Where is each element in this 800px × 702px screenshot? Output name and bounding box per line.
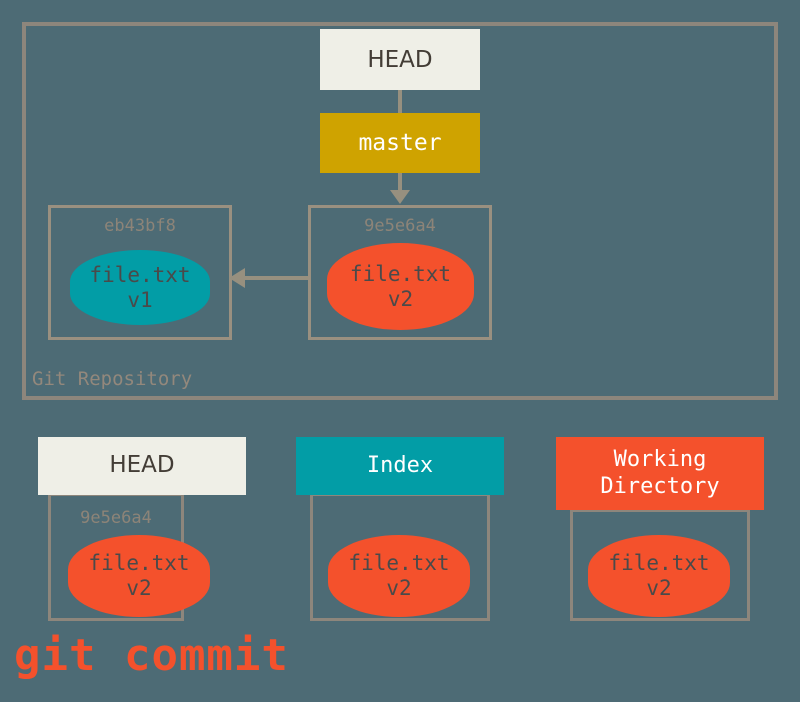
- panel-title-head: HEAD: [109, 452, 175, 479]
- panel-title-index: Index: [366, 452, 434, 478]
- blob-file-v2-head: file.txt v2: [68, 535, 210, 617]
- blob-file-v2-repo: file.txt v2: [327, 243, 474, 330]
- command-caption: git commit: [14, 630, 289, 681]
- master-branch-box: master: [320, 113, 480, 173]
- blob-version: v2: [386, 576, 412, 600]
- arrow-left-icon: [229, 268, 245, 288]
- git-repository-label: Git Repository: [32, 368, 193, 390]
- blob-version: v2: [646, 576, 672, 600]
- blob-filename: file.txt: [349, 261, 452, 286]
- panel-body-working-directory: [570, 509, 750, 621]
- blob-file-v1: file.txt v1: [70, 250, 210, 325]
- master-branch-label: master: [358, 130, 442, 156]
- blob-filename: file.txt: [89, 262, 191, 287]
- blob-version: v1: [127, 287, 153, 312]
- git-repository-container: [22, 22, 778, 400]
- connector-head-to-master: [398, 90, 402, 113]
- head-pointer-box: HEAD: [320, 29, 480, 90]
- panel-header-head: HEAD: [38, 437, 246, 495]
- blob-filename: file.txt: [608, 551, 710, 576]
- blob-filename: file.txt: [348, 551, 450, 576]
- blob-file-v2-index: file.txt v2: [328, 535, 470, 617]
- panel-title-directory: Directory: [600, 473, 720, 499]
- blob-version: v2: [126, 576, 152, 600]
- commit-box-9e5e6a4: 9e5e6a4: [308, 205, 492, 340]
- panel-title-working: Working: [613, 447, 707, 473]
- commit-hash-eb43bf8: eb43bf8: [104, 216, 176, 236]
- commit-hash-9e5e6a4: 9e5e6a4: [364, 216, 436, 236]
- head-pointer-label: HEAD: [367, 46, 433, 73]
- arrow-down-icon: [390, 190, 410, 204]
- panel-header-working-directory: Working Directory: [556, 437, 764, 510]
- panel-header-index: Index: [296, 437, 504, 495]
- blob-file-v2-working: file.txt v2: [588, 535, 730, 617]
- connector-master-to-commit: [398, 173, 402, 194]
- panel-hash-head: 9e5e6a4: [80, 508, 152, 528]
- connector-commit-to-parent: [245, 276, 308, 280]
- blob-version: v2: [387, 286, 414, 311]
- blob-filename: file.txt: [88, 551, 190, 576]
